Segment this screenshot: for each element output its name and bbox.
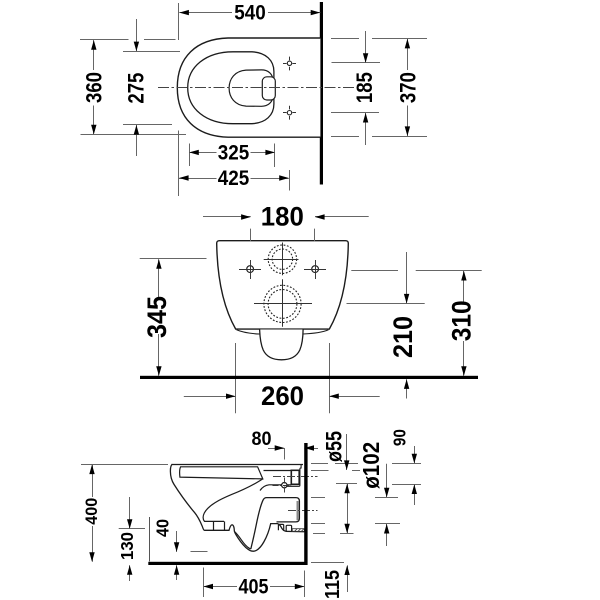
svg-text:325: 325 — [218, 140, 250, 164]
svg-text:80: 80 — [252, 429, 272, 450]
svg-text:115: 115 — [322, 570, 344, 599]
svg-text:405: 405 — [239, 575, 269, 599]
svg-text:275: 275 — [124, 73, 149, 104]
svg-text:40: 40 — [153, 519, 173, 537]
svg-text:185: 185 — [352, 72, 377, 103]
svg-text:ø102: ø102 — [358, 442, 384, 489]
svg-text:400: 400 — [82, 498, 101, 525]
svg-text:90: 90 — [390, 429, 410, 446]
svg-text:260: 260 — [261, 381, 304, 411]
svg-text:ø55: ø55 — [322, 431, 347, 462]
svg-text:345: 345 — [142, 296, 172, 338]
svg-text:425: 425 — [218, 166, 250, 190]
svg-text:180: 180 — [261, 202, 304, 232]
svg-text:210: 210 — [388, 316, 418, 358]
svg-text:540: 540 — [234, 1, 266, 25]
svg-text:370: 370 — [395, 72, 420, 103]
svg-text:130: 130 — [117, 532, 137, 560]
svg-text:310: 310 — [447, 300, 477, 341]
svg-text:360: 360 — [81, 72, 106, 103]
